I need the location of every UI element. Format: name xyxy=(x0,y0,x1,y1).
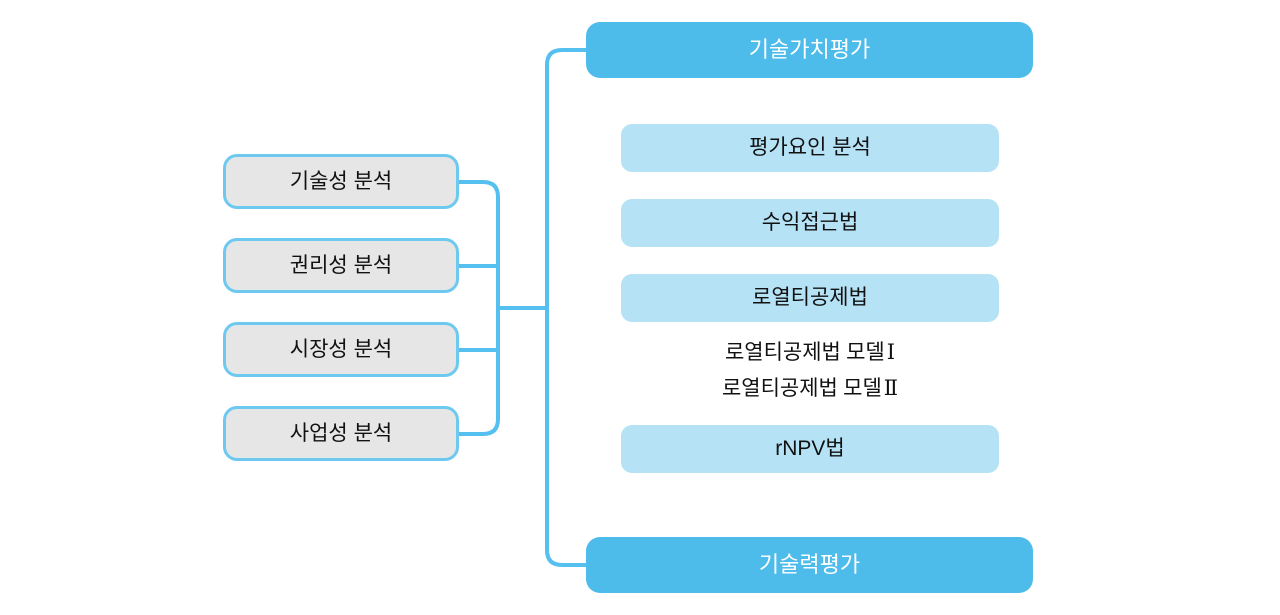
node-technology-value-evaluation[interactable]: 기술가치평가 xyxy=(586,22,1033,78)
node-evaluation-factor-analysis[interactable]: 평가요인 분석 xyxy=(621,124,999,172)
node-income-approach[interactable]: 수익접근법 xyxy=(621,199,999,247)
node-rights-analysis[interactable]: 권리성 분석 xyxy=(223,238,459,293)
node-technology-analysis[interactable]: 기술성 분석 xyxy=(223,154,459,209)
node-label: 기술성 분석 xyxy=(289,169,393,193)
node-label: 평가요인 분석 xyxy=(749,136,871,160)
node-market-analysis[interactable]: 시장성 분석 xyxy=(223,322,459,377)
node-label: 시장성 분석 xyxy=(289,337,393,361)
node-label: 로열티공제법 xyxy=(752,286,868,310)
connector-left-bus xyxy=(459,180,500,436)
node-technology-capability-evaluation[interactable]: 기술력평가 xyxy=(586,537,1033,593)
node-royalty-relief-model-2: 로열티공제법 모델 Ⅱ xyxy=(621,374,999,404)
node-label: 로열티공제법 모델 xyxy=(724,340,885,365)
node-label: 수익접근법 xyxy=(761,211,859,235)
node-label: 사업성 분석 xyxy=(289,421,393,445)
node-label: rNPV법 xyxy=(775,437,845,461)
roman-numeral-1: Ⅰ xyxy=(886,340,896,365)
roman-numeral-2: Ⅱ xyxy=(883,376,899,401)
node-label: 기술력평가 xyxy=(758,551,861,577)
node-label: 기술가치평가 xyxy=(748,36,871,62)
node-label: 권리성 분석 xyxy=(289,253,393,277)
node-label: 로열티공제법 모델 xyxy=(721,376,882,401)
node-rnpv-method[interactable]: rNPV법 xyxy=(621,425,999,473)
node-royalty-relief-method[interactable]: 로열티공제법 xyxy=(621,274,999,322)
connector-right-bus xyxy=(545,48,586,567)
node-royalty-relief-model-1: 로열티공제법 모델 Ⅰ xyxy=(621,338,999,368)
node-business-analysis[interactable]: 사업성 분석 xyxy=(223,406,459,461)
